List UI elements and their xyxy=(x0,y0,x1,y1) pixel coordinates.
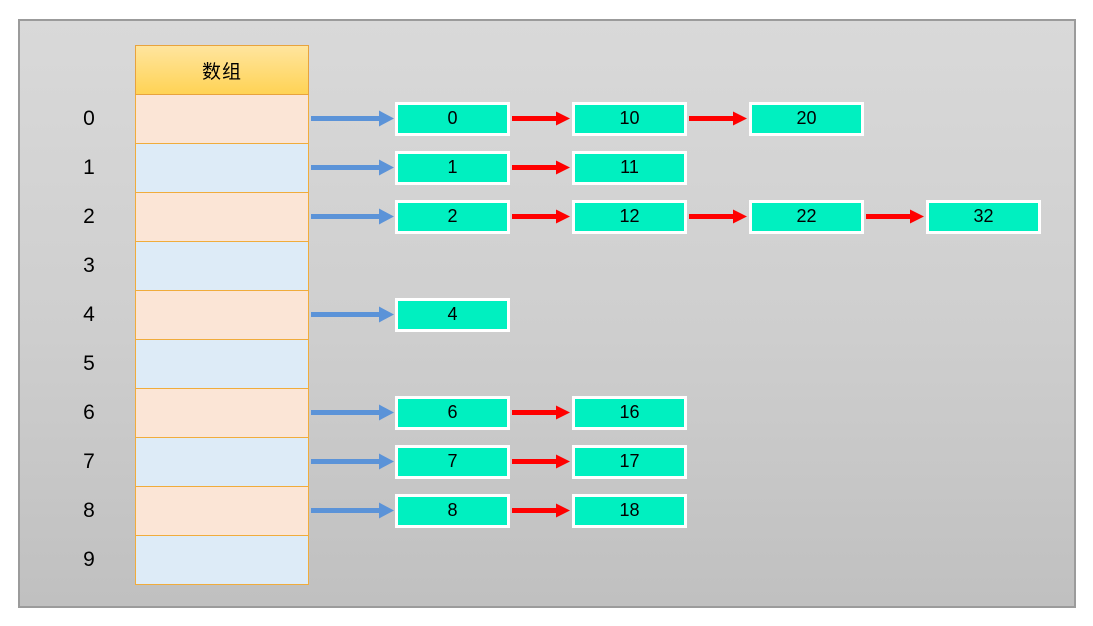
array-index-label: 8 xyxy=(83,498,95,522)
list-node-32: 32 xyxy=(926,199,1041,234)
array-index-label: 9 xyxy=(83,547,95,571)
head-pointer-arrow-bucket-4 xyxy=(311,306,394,323)
list-node-7: 7 xyxy=(395,444,510,479)
list-node-2: 2 xyxy=(395,199,510,234)
array-cell-9 xyxy=(135,535,309,585)
array-index-label: 7 xyxy=(83,449,95,473)
list-node-6: 6 xyxy=(395,395,510,430)
head-pointer-arrow-bucket-0 xyxy=(311,110,394,127)
head-pointer-arrow-bucket-8 xyxy=(311,502,394,519)
list-node-16: 16 xyxy=(572,395,687,430)
list-node-1: 1 xyxy=(395,150,510,185)
next-pointer-arrow-6-to-16 xyxy=(512,405,570,420)
array-index-label: 4 xyxy=(83,302,95,326)
array-index-label: 3 xyxy=(83,253,95,277)
array-cell-6 xyxy=(135,388,309,438)
head-pointer-arrow-bucket-6 xyxy=(311,404,394,421)
list-node-17: 17 xyxy=(572,444,687,479)
head-pointer-arrow-bucket-7 xyxy=(311,453,394,470)
list-node-12: 12 xyxy=(572,199,687,234)
array-cell-5 xyxy=(135,339,309,389)
array-header-label: 数组 xyxy=(201,61,242,83)
next-pointer-arrow-22-to-32 xyxy=(866,209,924,224)
head-pointer-arrow-bucket-1 xyxy=(311,159,394,176)
next-pointer-arrow-1-to-11 xyxy=(512,160,570,175)
array-index-label: 5 xyxy=(83,351,95,375)
list-node-11: 11 xyxy=(572,150,687,185)
next-pointer-arrow-7-to-17 xyxy=(512,454,570,469)
head-pointer-arrow-bucket-2 xyxy=(311,208,394,225)
array-index-label: 6 xyxy=(83,400,95,424)
list-node-22: 22 xyxy=(749,199,864,234)
list-node-10: 10 xyxy=(572,101,687,136)
next-pointer-arrow-2-to-12 xyxy=(512,209,570,224)
next-pointer-arrow-10-to-20 xyxy=(689,111,747,126)
array-index-label: 0 xyxy=(83,106,95,130)
next-pointer-arrow-12-to-22 xyxy=(689,209,747,224)
array-index-label: 1 xyxy=(83,155,95,179)
next-pointer-arrow-0-to-10 xyxy=(512,111,570,126)
list-node-4: 4 xyxy=(395,297,510,332)
list-node-0: 0 xyxy=(395,101,510,136)
array-index-label: 2 xyxy=(83,204,95,228)
next-pointer-arrow-8-to-18 xyxy=(512,503,570,518)
array-header: 数组 xyxy=(135,45,309,95)
list-node-20: 20 xyxy=(749,101,864,136)
list-node-8: 8 xyxy=(395,493,510,528)
list-node-18: 18 xyxy=(572,493,687,528)
